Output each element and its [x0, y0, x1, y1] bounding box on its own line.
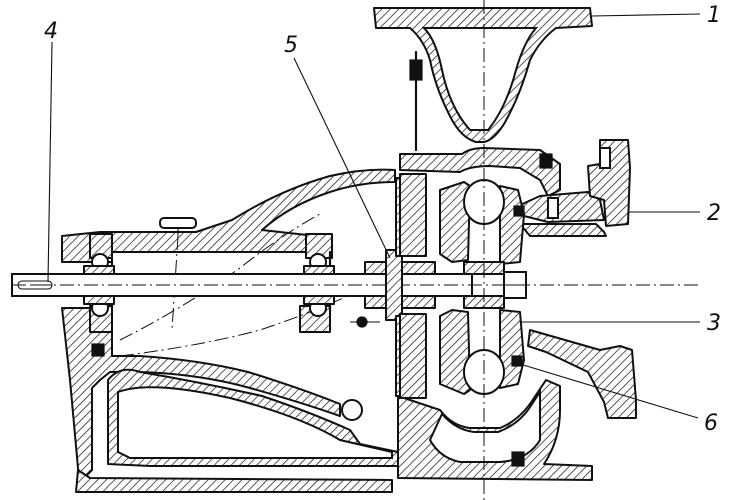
- shaft: [11, 253, 700, 317]
- callout-1: 1: [707, 3, 721, 28]
- callout-5: 5: [284, 33, 298, 58]
- callout-4: 4: [44, 19, 58, 44]
- impeller: [439, 0, 527, 500]
- callout-3: 3: [707, 311, 721, 336]
- callout-2: 2: [707, 201, 721, 226]
- callout-6: 6: [704, 411, 718, 436]
- bolts: [91, 50, 553, 467]
- leader-lines: [47, 13, 701, 419]
- volute-casing: [373, 7, 605, 481]
- suction-nozzle: [519, 139, 637, 419]
- bearing-bracket: [61, 168, 399, 493]
